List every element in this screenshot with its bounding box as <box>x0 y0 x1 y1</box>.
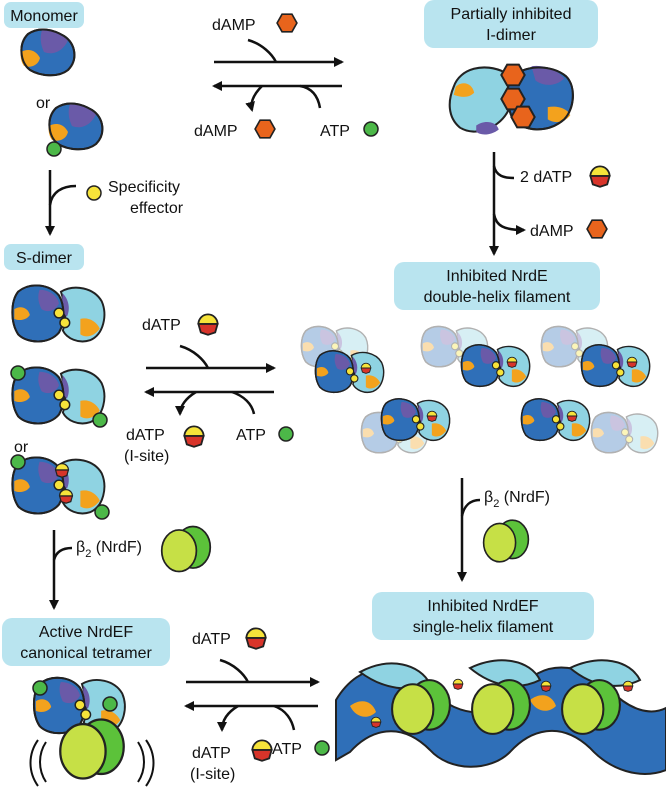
atp-green-icon <box>10 454 26 470</box>
damp-right-label: dAMP <box>530 223 574 240</box>
tetramer-label-line2: canonical tetramer <box>20 645 152 662</box>
specificity-label: Specificity <box>108 179 180 196</box>
datp-icon <box>589 165 611 188</box>
monomer-atp-bound <box>46 102 104 157</box>
arrow-bottom-backward <box>184 701 318 732</box>
damp-bottom-label: dAMP <box>194 123 238 140</box>
s-dimer-datp-bound <box>10 454 110 520</box>
atp-green-icon <box>363 121 379 137</box>
arrow-sdimer-to-tetramer <box>49 530 73 610</box>
single-helix-label-line2: single-helix filament <box>413 619 554 636</box>
datp-icon <box>540 680 552 692</box>
atp-green-icon <box>32 680 48 696</box>
tetramer-label-line1: Active NrdEF <box>39 624 133 641</box>
monomer-box: Monomer <box>4 2 84 28</box>
s-dimer-box: S-dimer <box>4 244 84 270</box>
single-helix-label-line1: Inhibited NrdEF <box>427 598 538 615</box>
atp-green-icon <box>46 141 62 157</box>
atp-green-icon <box>102 696 118 712</box>
arrow-idimer-to-double-helix <box>489 152 526 256</box>
beta2-left-symbol: β2 (NrdF) <box>76 539 142 560</box>
i-dimer-label-line2: I-dimer <box>486 27 536 44</box>
datp-icon <box>426 410 438 422</box>
atp-green-icon <box>94 504 110 520</box>
datp-icon <box>251 739 273 762</box>
atp-green-icon <box>10 365 26 381</box>
active-tetramer-protein <box>29 676 155 787</box>
beta2-right-symbol: β2 (NrdF) <box>484 489 550 510</box>
nrdf-protein <box>160 525 212 573</box>
damp-hex-icon <box>276 13 298 33</box>
datp-icon <box>626 356 638 368</box>
atp-bottom-label: ATP <box>272 741 302 758</box>
or-label-bottom: or <box>14 439 29 456</box>
s-dimer-atp-bound <box>10 365 108 428</box>
s-dimer-label: S-dimer <box>16 250 73 267</box>
monomer-label: Monomer <box>10 8 78 25</box>
datp-isite-mid-label-line2: (I-site) <box>124 448 169 465</box>
effector-yellow-icon <box>86 185 102 201</box>
datp-icon <box>506 356 518 368</box>
datp-icon <box>58 489 74 504</box>
datp-icon <box>360 362 372 374</box>
datp-bottom-label: dATP <box>192 631 231 648</box>
nrdf-protein <box>482 519 530 563</box>
arrow-bottom-forward <box>186 658 320 687</box>
damp-hex-icon <box>254 119 276 139</box>
double-helix-box: Inhibited NrdE double-helix filament <box>394 262 600 310</box>
arrow-double-to-single-helix <box>457 478 481 582</box>
arrow-top-backward <box>212 81 342 112</box>
two-datp-label: 2 dATP <box>520 169 572 186</box>
datp-isite-mid-label-line1: dATP <box>126 427 165 444</box>
damp-hex-icon <box>500 63 526 87</box>
atp-top-label: ATP <box>320 123 350 140</box>
double-helix-label-line1: Inhibited NrdE <box>446 268 547 285</box>
arrow-mid-backward <box>144 387 274 416</box>
effector-label: effector <box>130 200 184 217</box>
datp-icon <box>370 716 382 728</box>
i-dimer-protein <box>448 63 574 136</box>
atp-green-icon <box>278 426 294 442</box>
damp-top-label: dAMP <box>212 17 256 34</box>
monomer-protein <box>19 28 76 77</box>
arrow-mid-forward <box>146 344 276 373</box>
datp-icon <box>183 425 205 448</box>
double-helix-label-line2: double-helix filament <box>424 289 571 306</box>
datp-icon <box>566 410 578 422</box>
datp-mid-label: dATP <box>142 317 181 334</box>
damp-hex-icon <box>586 219 608 239</box>
atp-green-icon <box>92 412 108 428</box>
arrow-monomer-to-sdimer <box>45 170 77 236</box>
atp-green-icon <box>314 740 330 756</box>
arrow-top-forward <box>214 38 344 67</box>
datp-icon <box>54 463 70 478</box>
datp-icon <box>197 313 219 336</box>
single-helix-filament <box>335 659 666 775</box>
i-dimer-box: Partially inhibited I-dimer <box>424 0 598 48</box>
datp-icon <box>452 678 464 690</box>
datp-isite-bottom-label-line1: dATP <box>192 745 231 762</box>
damp-hex-icon <box>510 105 536 129</box>
double-helix-filament <box>300 325 659 454</box>
i-dimer-label-line1: Partially inhibited <box>451 6 572 23</box>
atp-mid-label: ATP <box>236 427 266 444</box>
single-helix-box: Inhibited NrdEF single-helix filament <box>372 592 594 640</box>
s-dimer-protein <box>11 284 106 343</box>
datp-icon <box>245 627 267 650</box>
datp-isite-bottom-label-line2: (I-site) <box>190 766 235 783</box>
or-label-top: or <box>36 95 51 112</box>
datp-icon <box>622 680 634 692</box>
tetramer-box: Active NrdEF canonical tetramer <box>2 618 170 666</box>
